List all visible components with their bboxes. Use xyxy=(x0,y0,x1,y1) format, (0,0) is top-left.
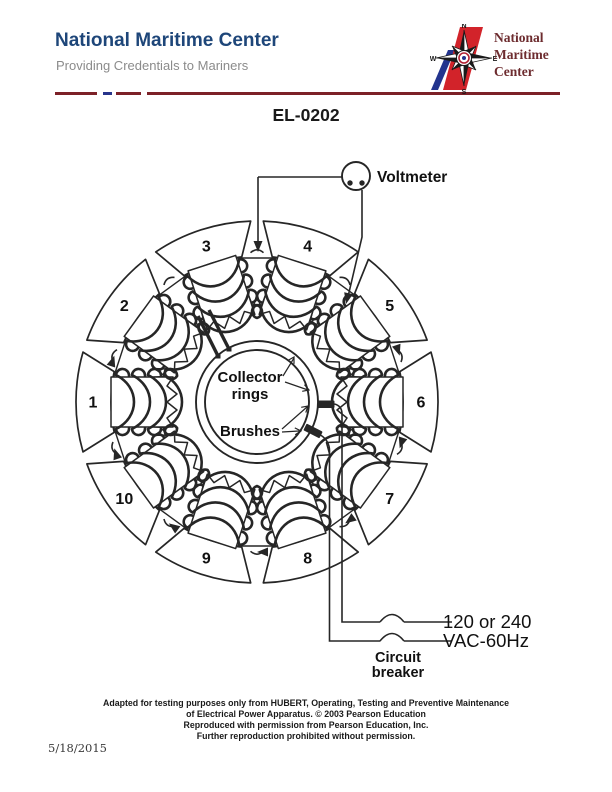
label-pointer xyxy=(282,357,295,377)
coil-number: 4 xyxy=(303,239,312,256)
current-arrow xyxy=(253,241,263,252)
document-code: EL-0202 xyxy=(272,105,340,125)
org-tagline: Providing Credentials to Mariners xyxy=(56,58,249,73)
copyright-note: Adapted for testing purposes only from H… xyxy=(0,698,612,742)
copyright-line: Adapted for testing purposes only from H… xyxy=(102,698,510,708)
logo-text-line: National xyxy=(494,30,544,45)
header-rule-segment xyxy=(147,92,560,95)
arrowhead xyxy=(302,384,311,392)
ring-lead xyxy=(196,315,220,357)
label-pointer xyxy=(281,430,300,433)
current-arrow xyxy=(113,448,122,461)
ring-lead-terminal xyxy=(226,346,232,352)
coil-number: 9 xyxy=(202,550,211,567)
coil-turns xyxy=(124,423,211,511)
label-pointer xyxy=(284,381,309,391)
ring-lead-terminal xyxy=(215,353,221,359)
date-stamp: 5/18/2015 xyxy=(48,741,107,755)
pole-body xyxy=(309,295,391,374)
stator-pole-1 xyxy=(75,351,178,453)
copyright-line: Reproduced with permission from Pearson … xyxy=(183,720,429,730)
arrowhead xyxy=(294,427,303,436)
field-coil-10 xyxy=(124,423,211,511)
coil-number: 10 xyxy=(115,491,133,508)
compass-cardinal: S xyxy=(462,89,467,94)
stator-pole-10 xyxy=(86,430,205,546)
collector-rings-label: rings xyxy=(232,386,269,403)
supply-voltage-label: 120 or 240 xyxy=(443,611,531,632)
voltmeter-terminal xyxy=(359,180,365,186)
header-rule-segment xyxy=(116,92,141,95)
collector-rings-label: Collector xyxy=(217,369,282,386)
copyright-line: of Electrical Power Apparatus. © 2003 Pe… xyxy=(186,709,426,719)
voltmeter-wire xyxy=(346,190,363,302)
compass-cardinal: W xyxy=(430,56,437,63)
circuit-breaker-label: Circuit xyxy=(375,650,421,666)
coil-link-wire xyxy=(339,276,351,286)
logo-text-line: Maritime xyxy=(494,47,549,62)
arrowhead xyxy=(287,355,295,364)
current-arrow xyxy=(344,292,353,304)
pole-body xyxy=(336,376,404,428)
output-wire xyxy=(320,434,452,642)
stator-pole-2 xyxy=(86,258,205,374)
ring-lead xyxy=(207,309,231,350)
nmc-logo: N E S W National Maritime Center xyxy=(430,24,549,94)
coil-number: 1 xyxy=(89,395,98,412)
output-wire xyxy=(334,403,452,623)
arrowhead xyxy=(301,405,309,413)
circuit-breaker-label: breaker xyxy=(372,665,425,681)
coil-link-wire xyxy=(163,276,175,286)
voltmeter-terminal xyxy=(347,180,353,186)
coil-number: 3 xyxy=(202,239,211,256)
coil-number: 2 xyxy=(120,298,129,315)
coil-link-wire xyxy=(249,249,265,254)
stator-pole-6 xyxy=(336,351,439,453)
compass-cardinal: N xyxy=(461,24,466,30)
current-arrow xyxy=(257,547,268,557)
brushes-label: Brushes xyxy=(220,423,280,440)
voltmeter-label: Voltmeter xyxy=(377,169,447,186)
brush xyxy=(303,423,323,439)
stator-pole-5 xyxy=(309,258,428,374)
compass-cardinal: E xyxy=(493,56,498,63)
current-arrow xyxy=(106,355,116,368)
header-rule-accent xyxy=(103,92,112,95)
org-title: National Maritime Center xyxy=(55,30,279,51)
brush xyxy=(317,400,335,408)
pole-body xyxy=(110,376,178,428)
current-arrow xyxy=(392,343,401,356)
coil-number: 7 xyxy=(385,491,394,508)
header-rule-segment xyxy=(55,92,97,95)
pole-body xyxy=(123,430,205,509)
copyright-line: Further reproduction prohibited without … xyxy=(196,731,416,741)
coil-number: 5 xyxy=(385,298,394,315)
supply-voltage-label: VAC-60Hz xyxy=(443,630,529,651)
label-pointer xyxy=(281,406,308,430)
current-arrow xyxy=(398,436,408,449)
current-arrow xyxy=(168,523,181,534)
logo-text-line: Center xyxy=(494,64,534,79)
pole-body xyxy=(123,295,205,374)
voltmeter xyxy=(341,161,371,191)
current-arrow xyxy=(345,513,357,524)
compass-rose-icon: N E S W xyxy=(430,24,498,94)
coil-number: 6 xyxy=(417,395,426,412)
coil-number: 8 xyxy=(303,550,312,567)
